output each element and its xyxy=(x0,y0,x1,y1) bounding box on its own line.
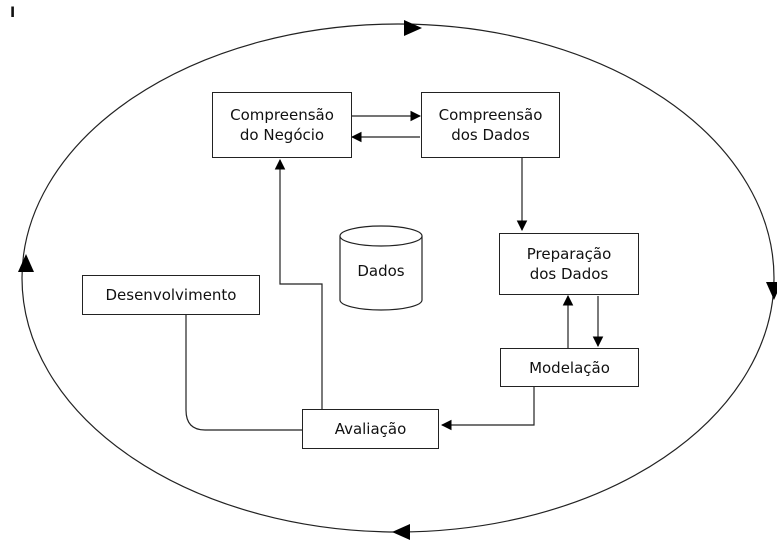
deployment-label: Desenvolvimento xyxy=(105,286,237,304)
data-preparation-line-1: Preparação xyxy=(526,245,612,263)
deployment-box: Desenvolvimento xyxy=(82,275,260,315)
evaluation-label: Avaliação xyxy=(334,420,407,438)
cycle-arrowhead-top xyxy=(404,20,422,36)
cycle-arrowhead-left xyxy=(18,254,34,272)
arrow-modeling-to-evaluation xyxy=(440,387,535,431)
data-preparation-line-2: dos Dados xyxy=(529,265,609,283)
evaluation-box: Avaliação xyxy=(302,409,439,449)
stray-mark: I xyxy=(10,5,16,21)
business-understanding-line-1: Compreensão xyxy=(230,106,334,124)
cycle-arrowhead-right xyxy=(766,282,777,300)
arrow-evaluation-to-deployment xyxy=(180,288,302,431)
data-understanding-box: Compreensão dos Dados xyxy=(421,92,560,158)
business-understanding-box: Compreensão do Negócio xyxy=(212,92,352,158)
data-understanding-line-1: Compreensão xyxy=(438,106,543,124)
cycle-arrowhead-bottom xyxy=(392,524,410,540)
data-store-label: Dados xyxy=(357,262,405,280)
business-understanding-line-2: do Negócio xyxy=(239,126,325,144)
arrow-evaluation-to-business xyxy=(274,158,323,410)
data-store-cylinder xyxy=(339,225,423,311)
modeling-label: Modelação xyxy=(529,358,610,377)
data-preparation-box: Preparação dos Dados xyxy=(499,233,639,295)
modeling-box: Modelação xyxy=(500,348,639,387)
data-understanding-line-2: dos Dados xyxy=(451,126,530,144)
